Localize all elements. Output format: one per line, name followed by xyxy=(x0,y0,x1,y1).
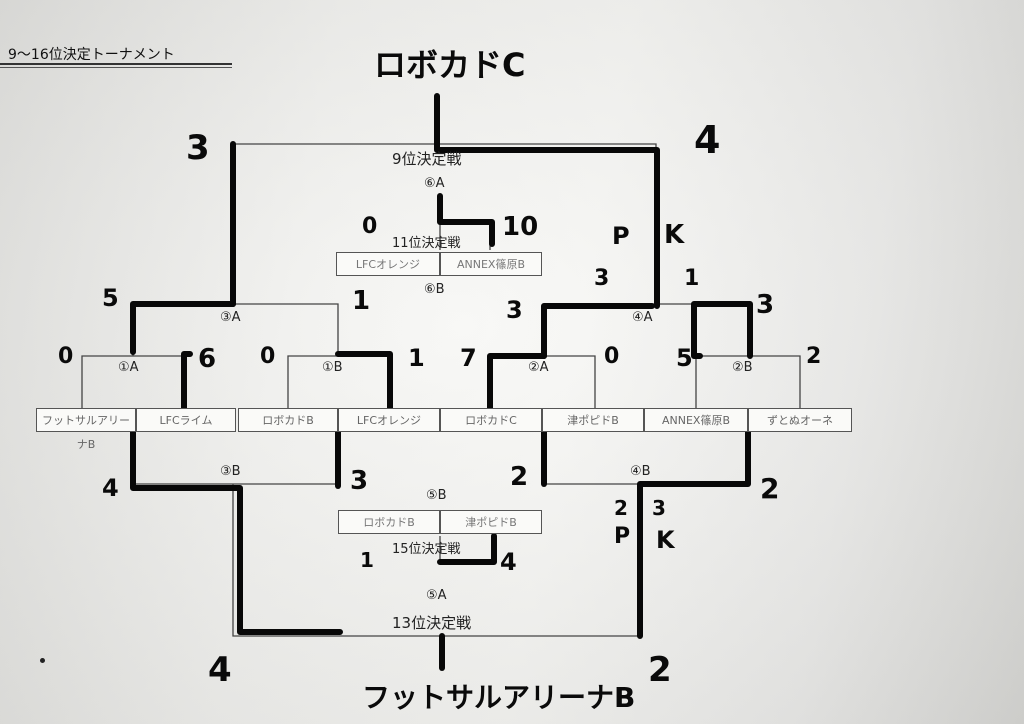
score-15th-right: 4 xyxy=(500,548,517,576)
score-3a-left: 5 xyxy=(102,284,119,312)
score-11th-right: 10 xyxy=(502,212,539,242)
team-slot-5: ロボカドC xyxy=(440,408,542,432)
score-3a-right: 1 xyxy=(352,286,371,316)
pk-13th-right-letter: K xyxy=(656,526,675,554)
team-box-11th-left: LFCオレンジ xyxy=(336,252,440,276)
marker-15th xyxy=(437,533,497,565)
team-slot-7: ANNEX篠原B xyxy=(644,408,748,432)
label-9th: 9位決定戦 xyxy=(392,150,462,168)
label-13th: 13位決定戦 xyxy=(392,614,472,632)
label-1b: ①B xyxy=(322,360,343,375)
marker-1b xyxy=(335,351,393,411)
team-box-11th-right: ANNEX篠原B xyxy=(440,252,542,276)
score-1b-left: 0 xyxy=(260,344,276,369)
label-6a: ⑥A xyxy=(424,176,445,191)
pk-score-9th-left: 3 xyxy=(594,266,610,291)
team-slot-1: フットサルアリーナB xyxy=(36,408,136,451)
team-slot-2: LFCライム xyxy=(136,408,236,432)
score-4b-left: 2 xyxy=(510,462,529,492)
score-1b-right: 1 xyxy=(408,344,425,372)
pk-score-9th-right: 1 xyxy=(684,266,700,291)
score-9th-right: 4 xyxy=(694,118,721,162)
score-9th-left: 3 xyxy=(186,128,210,168)
winner-9th: ロボカドC xyxy=(374,46,526,84)
score-3b-left: 4 xyxy=(102,474,119,502)
score-4b-right: 2 xyxy=(760,472,780,505)
team-slot-3: ロボカドB xyxy=(238,408,338,432)
label-3b: ③B xyxy=(220,464,241,479)
team-box-15th-right: 津ポピドB xyxy=(440,510,542,534)
score-15th-left: 1 xyxy=(360,548,374,572)
pk-13th-right-num: 3 xyxy=(652,496,666,520)
score-2b-left: 5 xyxy=(676,344,693,372)
score-1a-left: 0 xyxy=(58,344,74,369)
team-box-15th-left: ロボカドB xyxy=(338,510,440,534)
marker-3a xyxy=(130,301,236,355)
team-slot-6: 津ポピドB xyxy=(542,408,644,432)
title-underline xyxy=(0,63,232,65)
label-5b: ⑤B xyxy=(426,488,447,503)
score-2a-left: 7 xyxy=(460,344,477,372)
label-15th: 15位決定戦 xyxy=(392,542,461,557)
pk-13th-left-letter: P xyxy=(614,524,631,549)
marker-4a-left xyxy=(541,303,655,359)
score-13th-right: 2 xyxy=(648,650,672,690)
title-underline-thin xyxy=(0,67,232,68)
label-1a: ①A xyxy=(118,360,139,375)
team-slot-8: ずとぬオーネ xyxy=(748,408,852,432)
page-title: 9〜16位決定トーナメント xyxy=(8,47,175,63)
label-4b: ④B xyxy=(630,464,651,479)
marker-9th-winner xyxy=(434,93,660,309)
score-13th-left: 4 xyxy=(208,650,232,690)
score-1a-right: 6 xyxy=(198,344,217,374)
score-4a-left: 3 xyxy=(506,296,523,324)
label-3a: ③A xyxy=(220,310,241,325)
winner-13th: フットサルアリーナB xyxy=(362,681,636,714)
label-2a: ②A xyxy=(528,360,549,375)
pk-9th-right: K xyxy=(664,220,685,250)
marker-2a xyxy=(487,353,547,411)
marker-2b xyxy=(691,301,753,359)
marker-13th-left xyxy=(130,429,343,635)
label-5a: ⑤A xyxy=(426,588,447,603)
score-2b-right: 2 xyxy=(806,344,822,369)
pk-9th-left: P xyxy=(612,222,630,250)
marker-1a xyxy=(181,351,193,411)
score-11th-left: 0 xyxy=(362,214,378,239)
score-2a-right: 0 xyxy=(604,344,620,369)
team-slot-4: LFCオレンジ xyxy=(338,408,440,432)
marker-4b-right xyxy=(637,429,751,639)
marker-11th xyxy=(437,193,495,247)
score-4a-right: 3 xyxy=(756,290,775,320)
ink-dot xyxy=(40,658,45,663)
score-3b-right: 3 xyxy=(350,466,369,496)
label-4a: ④A xyxy=(632,310,653,325)
label-11th: 11位決定戦 xyxy=(392,236,461,251)
pk-13th-left-num: 2 xyxy=(614,496,628,520)
label-6b: ⑥B xyxy=(424,282,445,297)
label-2b: ②B xyxy=(732,360,753,375)
